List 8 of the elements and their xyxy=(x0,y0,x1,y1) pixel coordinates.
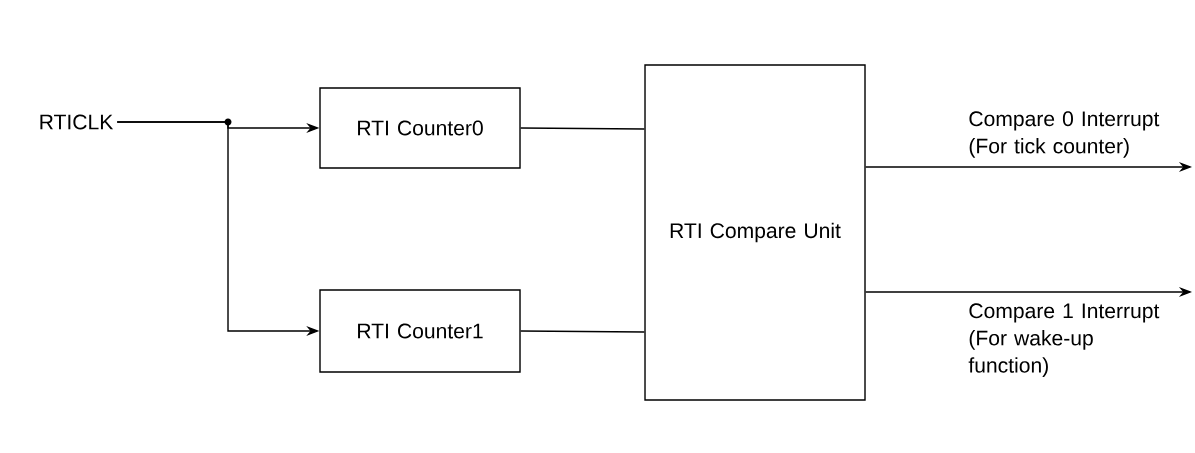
connector-line xyxy=(520,127,645,130)
edge-label: Compare 0 Interrupt (For tick counter) xyxy=(969,111,1160,158)
block-box: RTI Counter0 xyxy=(319,87,521,169)
edge-label: Compare 1 Interrupt (For wake-up function) xyxy=(968,303,1160,377)
connector-line xyxy=(520,330,645,333)
signal-label: RTICLK xyxy=(40,114,114,130)
block-box: RTI Compare Unit xyxy=(644,64,866,401)
block-box: RTI Counter1 xyxy=(319,289,521,373)
